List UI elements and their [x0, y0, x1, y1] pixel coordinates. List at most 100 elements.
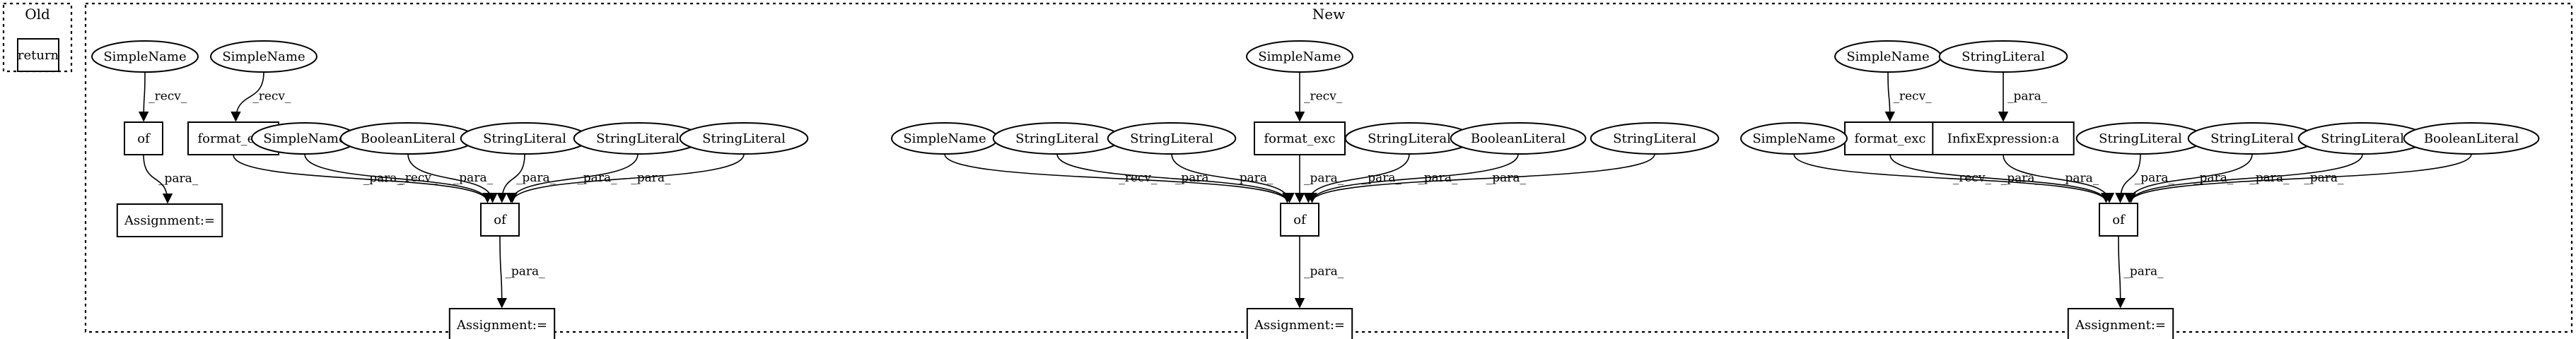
node-label: StringLiteral: [1962, 49, 2045, 64]
edge-label: _para_: [2135, 171, 2175, 185]
edge-line: [506, 153, 639, 203]
edge-label: _para_: [1362, 171, 1402, 185]
edge-line: [1171, 153, 1295, 203]
edge-line: [496, 153, 525, 203]
node-ellipse: [1107, 122, 1237, 155]
edge-label: _para_: [2304, 171, 2344, 185]
node-ellipse: [1938, 40, 2068, 73]
node-g3_str3: StringLiteral: [2297, 122, 2428, 155]
cluster-old: Old: [2, 2, 73, 73]
edge-line: [2126, 153, 2363, 203]
node-label: StringLiteral: [483, 131, 566, 146]
node-label: StringLiteral: [1368, 131, 1451, 146]
edge-g3_str0-to-g3_infix: _para_: [1998, 72, 2048, 122]
node-g2_sn2: SimpleName: [891, 122, 998, 155]
edge-line: [2003, 154, 2115, 203]
node-label: of: [137, 131, 151, 146]
node-g2_str2: StringLiteral: [1107, 122, 1237, 155]
edge-line: [2115, 153, 2141, 203]
node-g1_str3: StringLiteral: [679, 122, 809, 155]
edge-label: _para_: [1418, 171, 1458, 185]
edge-line: [496, 235, 507, 309]
node-label: SimpleName: [1846, 49, 1929, 64]
node-label: StringLiteral: [596, 131, 680, 146]
node-box: [1932, 121, 2075, 155]
edge-g3_fmt-to-g3_of: _para_: [1889, 154, 2111, 203]
node-label: format_exc: [1854, 131, 1925, 146]
edge-g2_fmt-to-g2_of: _para_: [1294, 154, 1344, 203]
edge-label: _recv_: [148, 90, 187, 104]
node-g3_sn2: SimpleName: [1740, 122, 1848, 155]
edge-g3_infix-to-g3_of: _para_: [2003, 154, 2115, 203]
node-box: [116, 203, 223, 237]
node-label: StringLiteral: [2210, 131, 2294, 146]
node-label: Assignment:=: [124, 213, 215, 228]
node-label: format_exc: [1264, 131, 1335, 146]
node-ellipse: [679, 122, 809, 155]
node-g1_asg1: Assignment:=: [116, 203, 223, 237]
node-g3_of: of: [2099, 203, 2138, 237]
node-g3_str0: StringLiteral: [1938, 40, 2068, 73]
edge-label: _para_: [1175, 171, 1216, 185]
node-label: of: [2112, 213, 2126, 227]
node-ellipse: [1246, 40, 1353, 73]
edge-g3_of-to-g3_asg: _para_: [2115, 235, 2164, 309]
edge-g3_str3-to-g3_of: _para_: [2126, 153, 2363, 203]
cluster-new-label: New: [1312, 6, 1345, 23]
node-g2_str4: StringLiteral: [1590, 122, 1720, 155]
edge-line: [2115, 235, 2126, 309]
edge-g3_sn2-to-g3_of: _recv_: [1793, 153, 2111, 203]
edge-g1_of1-to-g1_asg1: _para_: [143, 154, 199, 204]
node-g3_bool: BooleanLiteral: [2403, 122, 2540, 155]
edge-label: _para_: [2001, 172, 2041, 186]
node-box: [1280, 203, 1319, 237]
edge-g1_fmt-to-g1_of2: _para_: [233, 154, 493, 203]
node-g1_str1: StringLiteral: [460, 122, 590, 155]
edge-g1_str1-to-g1_of2: _para_: [496, 153, 556, 203]
node-box: [17, 38, 59, 72]
edge-g3_str1-to-g3_of: _para_: [2115, 153, 2175, 203]
edge-g2_str4-to-g2_of: _para_: [1307, 153, 1655, 203]
edge-label: _recv_: [252, 90, 291, 104]
edge-line: [304, 153, 493, 203]
node-label: SimpleName: [222, 49, 305, 64]
edge-g1_str3-to-g1_of2: _para_: [507, 153, 745, 203]
node-label: BooleanLiteral: [361, 131, 456, 146]
node-g1_of1: of: [124, 121, 163, 155]
node-label: return: [18, 48, 59, 63]
node-ellipse: [1450, 122, 1587, 155]
node-label: Assignment:=: [456, 318, 547, 333]
edge-label: _recv_: [1953, 171, 1992, 185]
edge-g2_str2-to-g2_of: _para_: [1171, 153, 1295, 203]
node-ellipse: [1740, 122, 1848, 155]
edge-label: _para_: [505, 265, 545, 279]
node-g2_of: of: [1280, 203, 1319, 237]
node-label: StringLiteral: [2099, 131, 2182, 146]
node-g1_asg2: Assignment:=: [448, 308, 556, 339]
node-label: SimpleName: [1258, 49, 1341, 64]
edge-g1_bool-to-g1_of2: _para_: [407, 153, 498, 203]
node-label: SimpleName: [1752, 131, 1835, 146]
node-g2_asg: Assignment:=: [1246, 308, 1353, 339]
edge-line: [1307, 153, 1519, 203]
edge-g1_sn3-to-g1_of2: _recv_: [304, 153, 493, 203]
node-g3_asg: Assignment:=: [2067, 308, 2174, 339]
edge-label: _para_: [158, 172, 199, 186]
node-box: [480, 203, 520, 237]
edge-g1_sn2-to-g1_fmt: _recv_: [231, 71, 291, 122]
edge-line: [1056, 153, 1293, 203]
node-g3_fmt: format_exc: [1844, 121, 1936, 155]
node-label: BooleanLiteral: [2424, 131, 2519, 146]
node-label: BooleanLiteral: [1471, 131, 1566, 146]
edge-g1_of2-to-g1_asg2: _para_: [496, 235, 545, 309]
edge-line: [407, 153, 498, 203]
edge-line: [1889, 154, 2111, 203]
edge-label: _para_: [1304, 265, 1344, 279]
node-box: [124, 121, 163, 155]
node-g1_str2: StringLiteral: [573, 122, 703, 155]
node-box: [2067, 308, 2174, 339]
node-box: [1246, 308, 1353, 339]
edge-g2_sn1-to-g2_fmt: _recv_: [1294, 71, 1343, 122]
